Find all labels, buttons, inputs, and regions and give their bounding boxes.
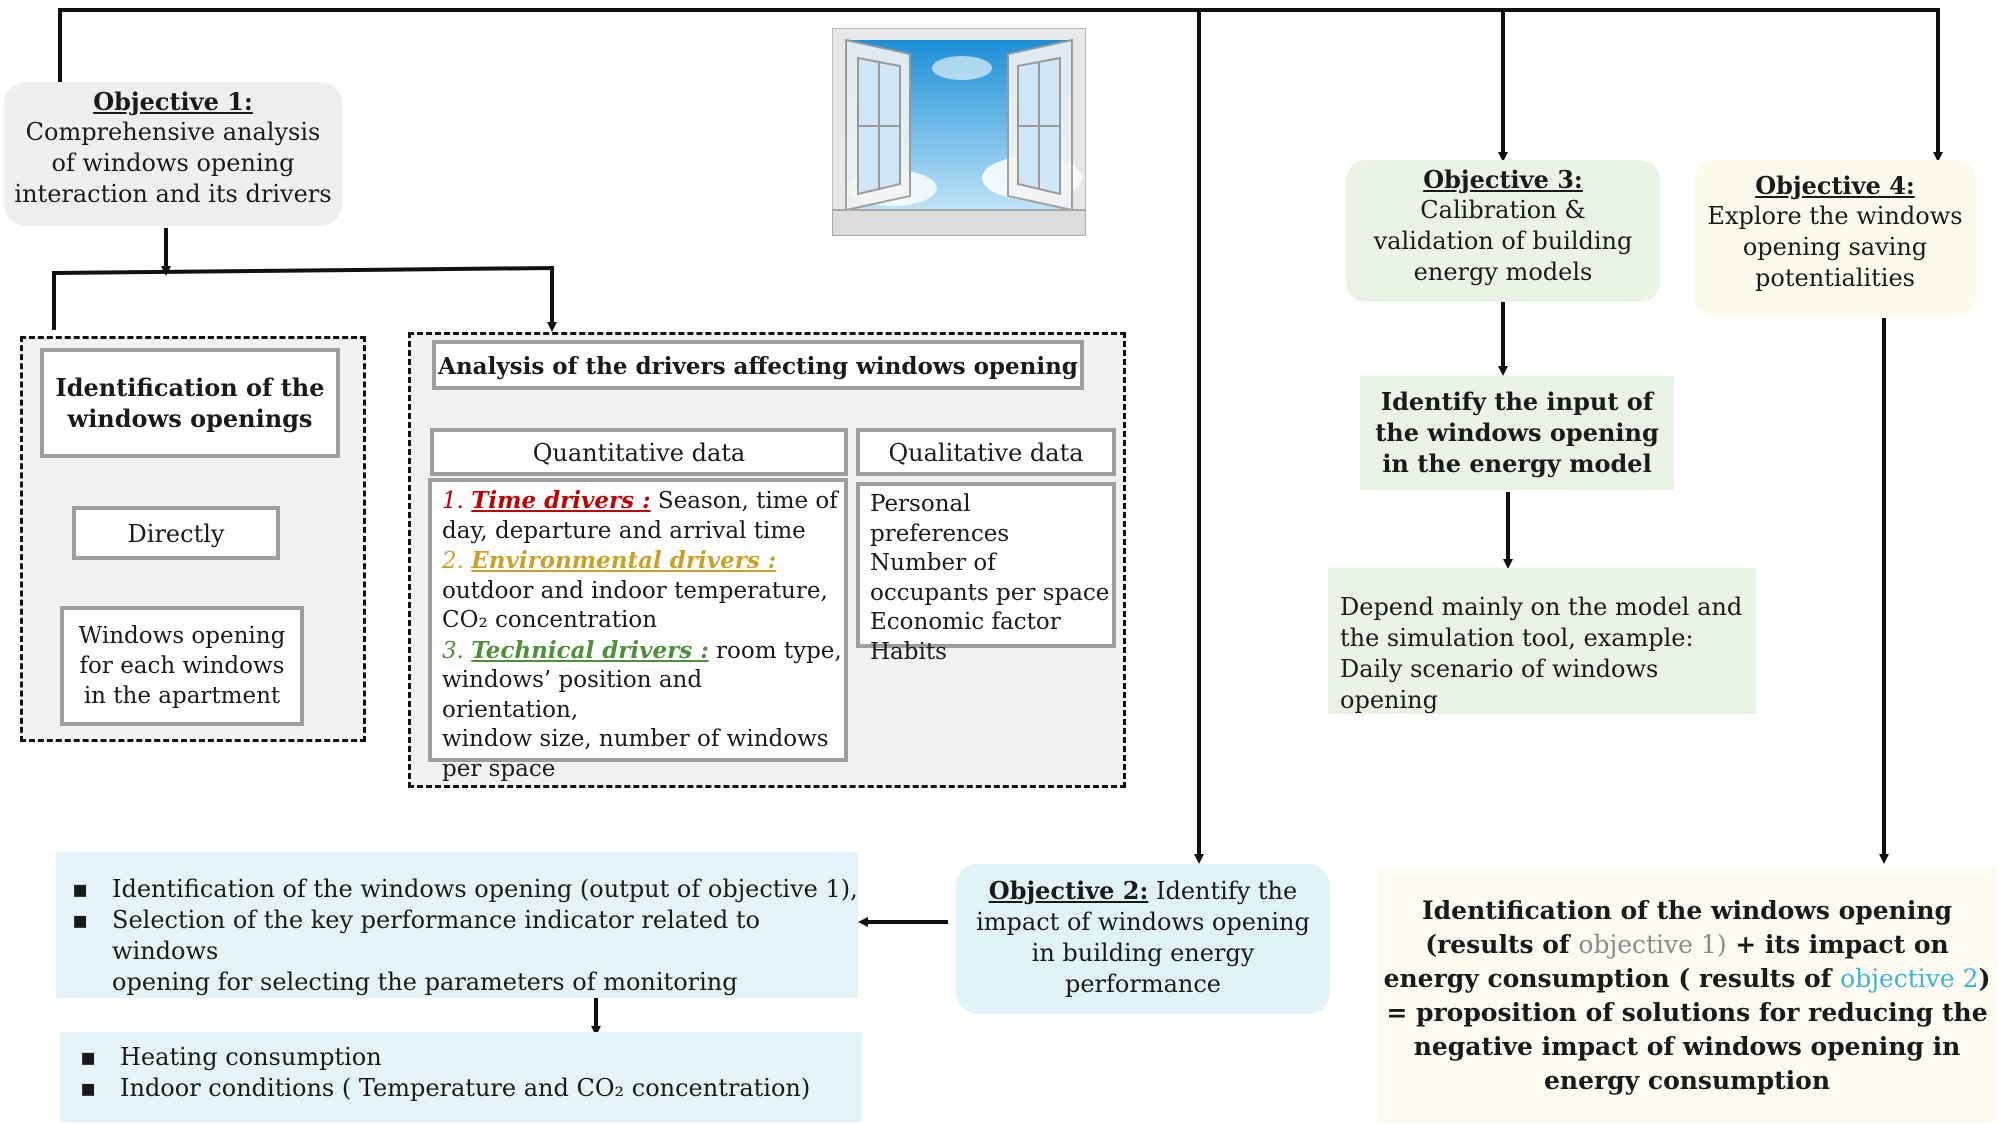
objective1-box: Objective 1: Comprehensive analysis of w… (4, 82, 342, 226)
windows-result-line: Windows opening (78, 623, 286, 649)
depend-line: the simulation tool, example: (1340, 624, 1694, 652)
driver-number: 2. (442, 548, 464, 574)
driver-number: 1. (442, 488, 464, 514)
qualitative-item: Economic factor (870, 609, 1061, 635)
driver-text: room type, (708, 637, 842, 664)
driver-text: window size, number of windows (442, 726, 829, 752)
driver-number: 3. (442, 637, 464, 664)
identification-title-line: windows openings (67, 404, 313, 433)
monitoring-box: Identification of the windows opening (o… (56, 852, 858, 998)
objective2-title: Objective 2: (988, 876, 1149, 905)
final-line: negative impact of windows opening in (1413, 1032, 1961, 1061)
final-line: = proposition of solutions for reducing … (1386, 998, 1988, 1027)
identification-title-box: Identification of the windows openings (40, 348, 340, 458)
quantitative-header: Quantitative data (532, 439, 746, 467)
objective3-line: validation of building (1373, 227, 1633, 255)
identify-input-line: in the energy model (1382, 449, 1652, 478)
objective3-line: Calibration & (1420, 196, 1586, 224)
driver-text: Season, time of (650, 488, 838, 514)
objective1-line: Comprehensive analysis (25, 118, 321, 146)
analysis-title: Analysis of the drivers affecting window… (438, 353, 1078, 380)
driver-label: Time drivers : (471, 487, 651, 514)
objective3-box: Objective 3: Calibration & validation of… (1346, 160, 1660, 302)
objective3-title: Objective 3: (1423, 165, 1583, 194)
window-illustration (831, 27, 1087, 237)
objective1-title: Objective 1: (93, 87, 253, 116)
driver-text: CO₂ concentration (442, 607, 658, 633)
quantitative-list-box: 1. Time drivers : Season, time of day, d… (428, 478, 848, 782)
qualitative-header: Qualitative data (888, 439, 1084, 467)
driver-environmental: 2. Environmental drivers : (442, 546, 844, 577)
objective2-first-line: Objective 2: Identify the (956, 875, 1330, 907)
identify-input-box: Identify the input of the windows openin… (1360, 376, 1674, 490)
objective1-reference: objective 1) (1578, 930, 1727, 959)
output-item: Indoor conditions ( Temperature and CO₂ … (64, 1073, 862, 1104)
qualitative-list-box: Personal preferences Number of occupants… (856, 482, 1116, 665)
depend-line: Daily scenario of windows opening (1340, 655, 1659, 714)
objective2-text: Identify the (1148, 877, 1298, 905)
objective1-line: interaction and its drivers (14, 180, 332, 208)
identify-input-line: Identify the input of (1380, 387, 1654, 416)
objective4-box: Objective 4: Explore the windows opening… (1694, 160, 1976, 316)
objective4-line: potentialities (1755, 264, 1915, 292)
driver-time: 1. Time drivers : Season, time of (442, 486, 844, 517)
monitoring-item: Selection of the key performance indicat… (56, 905, 858, 998)
directly-label: Directly (127, 520, 225, 548)
objective4-title: Objective 4: (1755, 171, 1915, 200)
objective4-line: opening saving (1742, 233, 1928, 261)
identify-input-line: the windows opening (1375, 418, 1659, 447)
final-line: (results of objective 1) + its impact on (1425, 930, 1949, 959)
final-line: energy consumption (1543, 1066, 1831, 1095)
driver-label: Environmental drivers : (471, 547, 777, 574)
driver-text: per space (442, 755, 556, 782)
objective2-line: performance (1064, 970, 1221, 998)
depend-box: Depend mainly on the model and the simul… (1328, 568, 1756, 714)
windows-result-line: for each windows (79, 653, 285, 679)
final-box: Identification of the windows opening (r… (1378, 868, 1996, 1122)
qualitative-item: Number of (870, 550, 996, 576)
identification-title-line: Identification of the (55, 373, 325, 402)
split-left (52, 265, 557, 332)
quantitative-header-box: Quantitative data (430, 428, 848, 476)
qualitative-item: Personal preferences (870, 491, 1010, 547)
driver-text: day, departure and arrival time (442, 517, 806, 544)
objective4-line: Explore the windows (1707, 202, 1963, 230)
qualitative-item: Habits (870, 638, 947, 665)
driver-label: Technical drivers : (471, 636, 709, 664)
objective2-line: in building energy (1031, 939, 1255, 967)
final-line: energy consumption ( results of objectiv… (1383, 964, 1991, 993)
qualitative-item: occupants per space (870, 579, 1110, 606)
monitoring-item: Identification of the windows opening (o… (56, 874, 858, 905)
windows-result-box: Windows opening for each windows in the … (60, 606, 304, 726)
final-line: Identification of the windows opening (1421, 896, 1952, 925)
driver-text: windows’ position and orientation, (442, 667, 703, 723)
objective2-reference: objective 2 (1840, 964, 1979, 993)
objective2-box: Objective 2: Identify the impact of wind… (956, 864, 1330, 1014)
directly-box: Directly (72, 506, 280, 560)
outputs-box: Heating consumption Indoor conditions ( … (60, 1032, 862, 1122)
analysis-title-box: Analysis of the drivers affecting window… (432, 340, 1084, 390)
output-item: Heating consumption (64, 1042, 862, 1073)
windows-result-line: in the apartment (83, 683, 281, 709)
driver-technical: 3. Technical drivers : room type, (442, 636, 844, 667)
objective1-line: of windows opening (51, 149, 295, 177)
objective2-line: impact of windows opening (976, 908, 1310, 936)
top-bus-line (58, 8, 1943, 162)
driver-text: outdoor and indoor temperature, (442, 577, 828, 604)
depend-line: Depend mainly on the model and (1340, 593, 1743, 621)
qualitative-header-box: Qualitative data (856, 428, 1116, 476)
objective3-line: energy models (1413, 258, 1593, 286)
